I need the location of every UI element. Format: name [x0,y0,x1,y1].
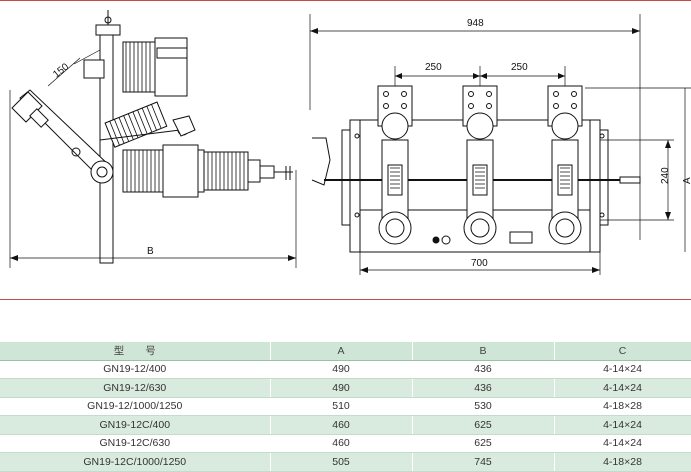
cell-model: GN19-12/1000/1250 [0,397,271,416]
cell-c: 4-14×24 [554,360,691,379]
bottom-border-line [0,299,691,300]
upper-insulator [122,37,188,97]
table-row: GN19-12C/400 460 625 4-14×24 [0,415,691,435]
header-c: C [554,342,691,361]
cell-a: 505 [270,452,413,472]
cell-b: 530 [412,397,555,416]
table-row: GN19-12C/630 460 625 4-14×24 [0,434,691,453]
cell-c: 4-14×24 [554,415,691,435]
header-a: A [270,342,413,361]
cell-a: 460 [270,434,413,453]
cell-model: GN19-12C/1000/1250 [0,452,271,472]
cell-c: 4-18×28 [554,452,691,472]
cell-a: 510 [270,397,413,416]
table-header-row: 型 号 A B C [0,342,691,361]
table-row: GN19-12/1000/1250 510 530 4-18×28 [0,397,691,416]
overall-width-label: 948 [467,18,484,29]
height-dim-label: 240 [660,167,671,184]
cell-model: GN19-12/400 [0,360,271,379]
cell-c: 4-18×28 [554,397,691,416]
pole-3 [547,85,583,245]
cell-b: 436 [412,378,555,398]
cell-b: 745 [412,452,555,472]
table-row: GN19-12/630 490 436 4-14×24 [0,378,691,398]
blade-arm [11,89,114,184]
cell-c: 4-14×24 [554,378,691,398]
middle-insulator [104,101,168,148]
technical-drawing: 150 B 948 250 250 [9,10,691,275]
base-width-label: 700 [471,258,488,269]
front-view: 948 250 250 [309,14,691,275]
pole-1 [377,85,413,245]
spec-table: 型 号 A B C GN19-12/400 490 436 4-14×24 GN… [0,342,691,472]
lower-insulator [122,144,293,198]
pitch-right-label: 250 [511,62,528,73]
angle-dim-label: 150 [51,61,71,80]
height-letter-label: A [682,177,691,184]
header-model: 型 号 [0,342,271,361]
top-border-line [0,0,691,1]
cell-b: 625 [412,415,555,435]
table-row: GN19-12C/1000/1250 505 745 4-18×28 [0,452,691,472]
cell-a: 490 [270,378,413,398]
cell-model: GN19-12C/630 [0,434,271,453]
cell-model: GN19-12C/400 [0,415,271,435]
header-b: B [412,342,555,361]
cell-b: 625 [412,434,555,453]
width-dim-label: B [147,246,154,257]
pitch-left-label: 250 [425,62,442,73]
cell-c: 4-14×24 [554,434,691,453]
cell-b: 436 [412,360,555,379]
cell-a: 460 [270,415,413,435]
side-view: 150 B [9,10,297,268]
pole-2 [462,85,498,245]
cell-model: GN19-12/630 [0,378,271,398]
cell-a: 490 [270,360,413,379]
table-row: GN19-12/400 490 436 4-14×24 [0,360,691,379]
